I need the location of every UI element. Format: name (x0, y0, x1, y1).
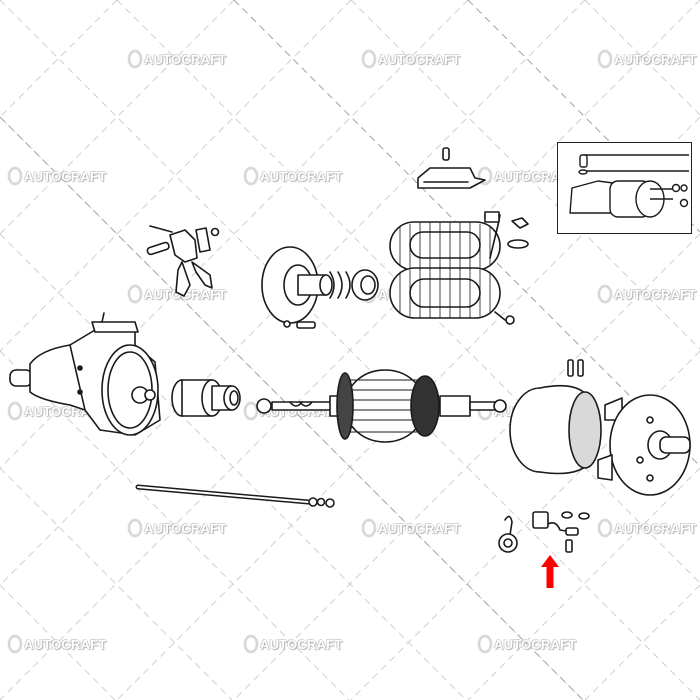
watermark-logo-icon (128, 519, 142, 537)
armature[interactable] (256, 369, 507, 443)
yoke[interactable] (509, 359, 602, 475)
watermark: AUTOCRAFT (598, 519, 696, 537)
watermark-logo-icon (128, 50, 142, 68)
solenoid-end-plate[interactable] (261, 246, 379, 329)
commutator-end-plate[interactable] (597, 394, 691, 496)
watermark: AUTOCRAFT (128, 50, 226, 68)
solenoid-icon (569, 154, 689, 218)
pinion-drive[interactable] (171, 379, 241, 417)
watermark-logo-icon (478, 167, 492, 185)
watermark: AUTOCRAFT (598, 285, 696, 303)
drive-end-housing[interactable] (9, 312, 161, 436)
watermark: AUTOCRAFT (8, 635, 106, 653)
watermark-logo-icon (362, 519, 376, 537)
watermark: AUTOCRAFT (478, 167, 576, 185)
watermark: AUTOCRAFT (362, 519, 460, 537)
field-coils[interactable] (389, 211, 529, 325)
watermark: AUTOCRAFT (128, 519, 226, 537)
through-bolt[interactable] (135, 484, 335, 508)
watermark: AUTOCRAFT (478, 635, 576, 653)
watermark-logo-icon (598, 285, 612, 303)
watermark-logo-icon (244, 167, 258, 185)
watermark-logo-icon (8, 635, 22, 653)
watermark-logo-icon (244, 402, 258, 420)
watermark-logo-icon (128, 285, 142, 303)
watermark-logo-icon (8, 402, 22, 420)
brush-spring[interactable] (498, 515, 518, 553)
shift-fork-lever[interactable] (146, 225, 220, 297)
brush[interactable] (532, 511, 590, 553)
watermark-logo-icon (362, 50, 376, 68)
watermark: AUTOCRAFT (598, 50, 696, 68)
solenoid-inset[interactable] (557, 142, 692, 234)
watermark: AUTOCRAFT (8, 167, 106, 185)
red-arrow-icon (541, 555, 559, 588)
pole-shoe[interactable] (417, 147, 486, 189)
watermark-logo-icon (598, 519, 612, 537)
watermark-logo-icon (598, 50, 612, 68)
watermark: AUTOCRAFT (244, 635, 342, 653)
watermark: AUTOCRAFT (244, 167, 342, 185)
watermark-logo-icon (8, 167, 22, 185)
watermark: AUTOCRAFT (362, 50, 460, 68)
watermark-logo-icon (244, 635, 258, 653)
watermark-logo-icon (478, 635, 492, 653)
